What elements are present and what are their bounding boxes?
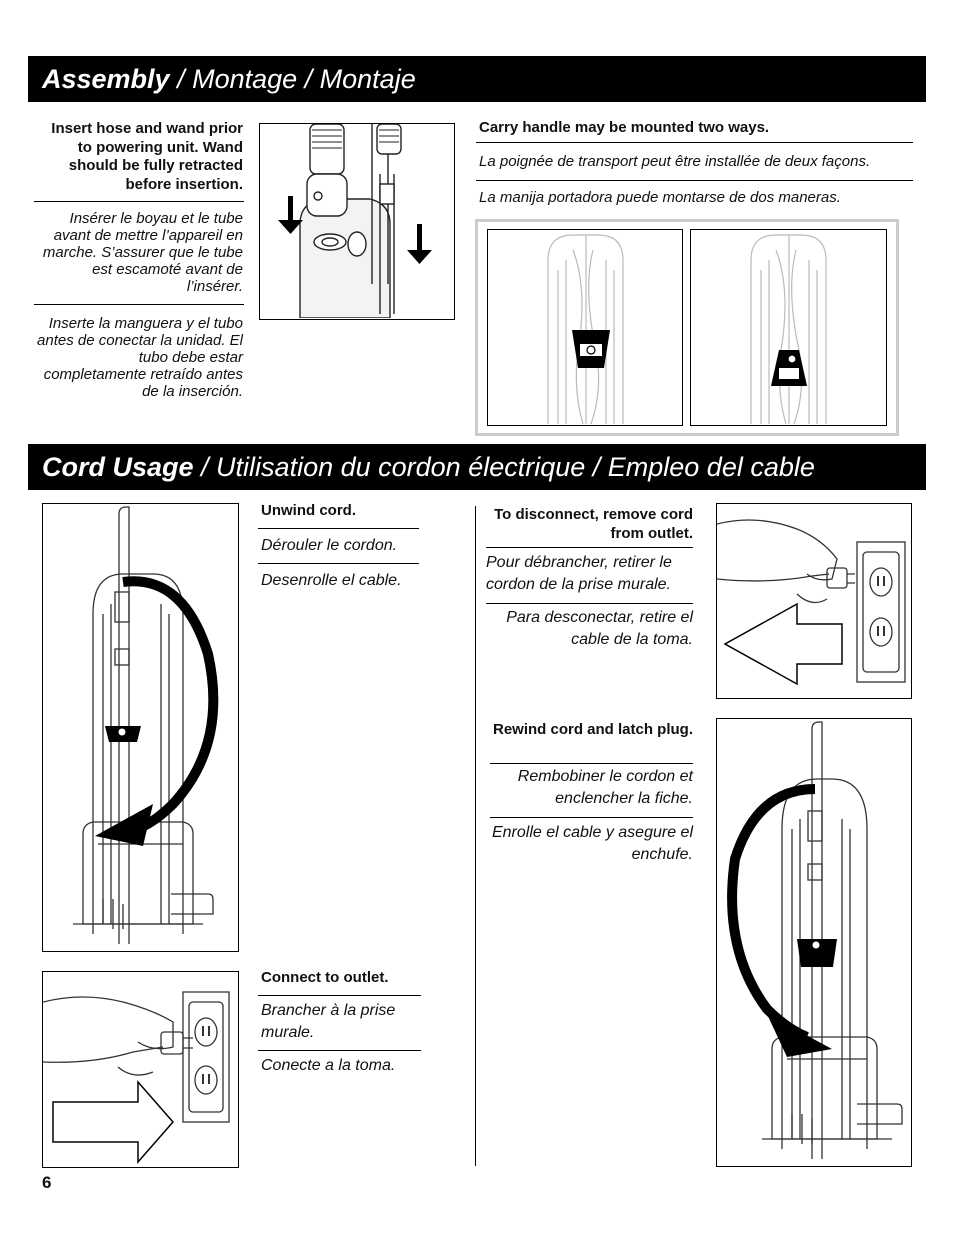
divider xyxy=(486,547,693,548)
divider xyxy=(490,763,693,764)
divider xyxy=(258,1050,421,1051)
divider xyxy=(476,180,913,181)
column-divider xyxy=(475,506,476,1166)
assembly-banner: Assembly / Montage / Montaje xyxy=(28,56,926,102)
divider xyxy=(258,995,421,996)
unwind-text-fr: Dérouler le cordon. xyxy=(261,537,398,554)
connect-text-es: Conecte a la toma. xyxy=(261,1057,396,1074)
divider xyxy=(476,142,913,143)
hose-text-es: Inserte la manguera y el tubo antes de c… xyxy=(37,315,243,400)
assembly-title-bold: Assembly xyxy=(42,64,170,94)
divider xyxy=(490,817,693,818)
divider xyxy=(34,201,244,202)
hose-text-en: Insert hose and wand prior to powering u… xyxy=(51,120,243,193)
connect-text-fr: Brancher à la prise murale. xyxy=(261,1002,396,1041)
divider xyxy=(258,528,419,529)
connect-illustration xyxy=(42,971,239,1168)
handle-illustration-frame xyxy=(475,219,899,436)
handle-text-es: La manija portadora puede montarse de do… xyxy=(479,189,841,206)
unwind-text-es: Desenrolle el cable. xyxy=(261,572,402,589)
handle-text-en: Carry handle may be mounted two ways. xyxy=(479,119,770,136)
disconnect-text-es: Para desconectar, retire el cable de la … xyxy=(506,609,693,648)
divider xyxy=(258,563,419,564)
connect-text-en: Connect to outlet. xyxy=(261,969,389,986)
hose-text-fr: Insérer le boyau et le tube avant de met… xyxy=(42,210,243,295)
cord-title-bold: Cord Usage xyxy=(42,452,194,482)
unwind-illustration xyxy=(42,503,239,952)
handle-text-fr: La poignée de transport peut être instal… xyxy=(479,153,871,170)
assembly-title-rest: / Montage / Montaje xyxy=(169,64,416,94)
handle-illustration-2 xyxy=(690,229,887,426)
disconnect-text-en: To disconnect, remove cord from outlet. xyxy=(494,506,693,542)
divider xyxy=(34,304,244,305)
rewind-text-es: Enrolle el cable y asegure el enchufe. xyxy=(491,824,693,863)
page-number: 6 xyxy=(42,1173,52,1192)
disconnect-text-fr: Pour débrancher, retirer le cordon de la… xyxy=(486,554,672,593)
unwind-text-en: Unwind cord. xyxy=(261,502,356,519)
hose-illustration xyxy=(259,123,455,320)
rewind-text-en: Rewind cord and latch plug. xyxy=(492,721,693,738)
disconnect-illustration xyxy=(716,503,912,699)
cord-banner: Cord Usage / Utilisation du cordon élect… xyxy=(28,444,926,490)
cord-title-rest: / Utilisation du cordon électrique / Emp… xyxy=(193,452,815,482)
divider xyxy=(486,603,693,604)
handle-illustration-1 xyxy=(487,229,683,426)
rewind-illustration xyxy=(716,718,912,1167)
rewind-text-fr: Rembobiner le cordon et enclencher la fi… xyxy=(517,768,693,807)
